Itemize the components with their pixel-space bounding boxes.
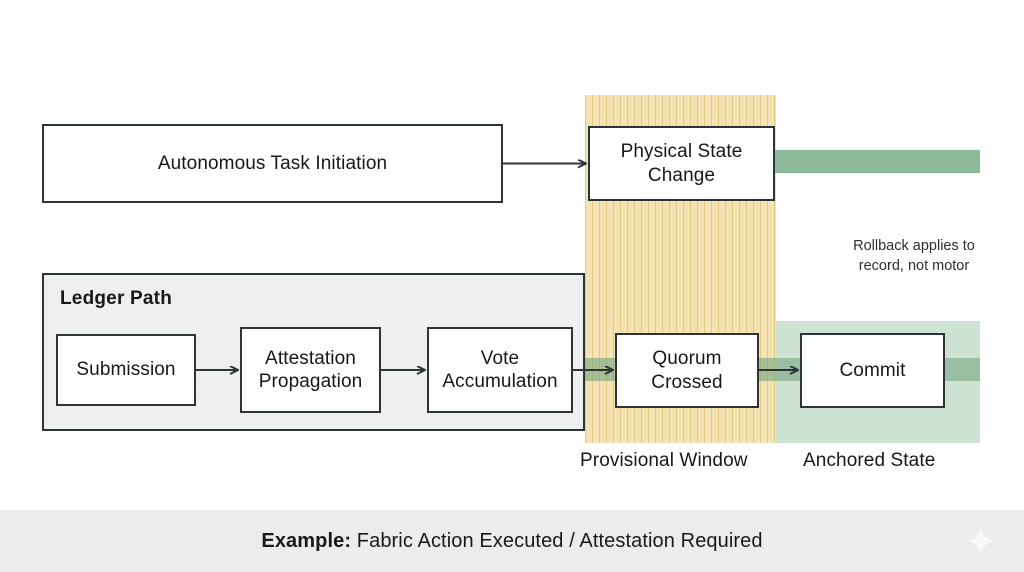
annotation-rollback-line-1: Rollback applies to: [853, 238, 975, 254]
node-quorum-crossed[interactable]: Quorum Crossed: [615, 333, 759, 408]
node-physical-state-change[interactable]: Physical State Change: [588, 126, 775, 201]
annotation-rollback: Rollback applies to record, not motor: [839, 236, 989, 276]
footer-bar: Example: Fabric Action Executed / Attest…: [0, 510, 1024, 572]
anchored-flow-bar-upper: [774, 150, 980, 173]
label-anchored-state: Anchored State: [803, 450, 936, 471]
node-commit[interactable]: Commit: [800, 333, 945, 408]
node-submission[interactable]: Submission: [56, 334, 196, 406]
node-vote-accumulation[interactable]: Vote Accumulation: [427, 327, 573, 413]
footer-caption-text: Fabric Action Executed / Attestation Req…: [356, 529, 763, 552]
ledger-path-group-title: Ledger Path: [60, 288, 172, 309]
annotation-rollback-line-2: record, not motor: [858, 258, 970, 274]
node-attestation-propagation[interactable]: Attestation Propagation: [240, 327, 381, 413]
footer-caption: Example: Fabric Action Executed / Attest…: [261, 530, 762, 553]
label-provisional-window: Provisional Window: [580, 450, 748, 471]
node-autonomous-task-initiation[interactable]: Autonomous Task Initiation: [42, 124, 503, 203]
footer-caption-label: Example:: [261, 529, 352, 552]
sparkle-icon: [966, 526, 996, 556]
